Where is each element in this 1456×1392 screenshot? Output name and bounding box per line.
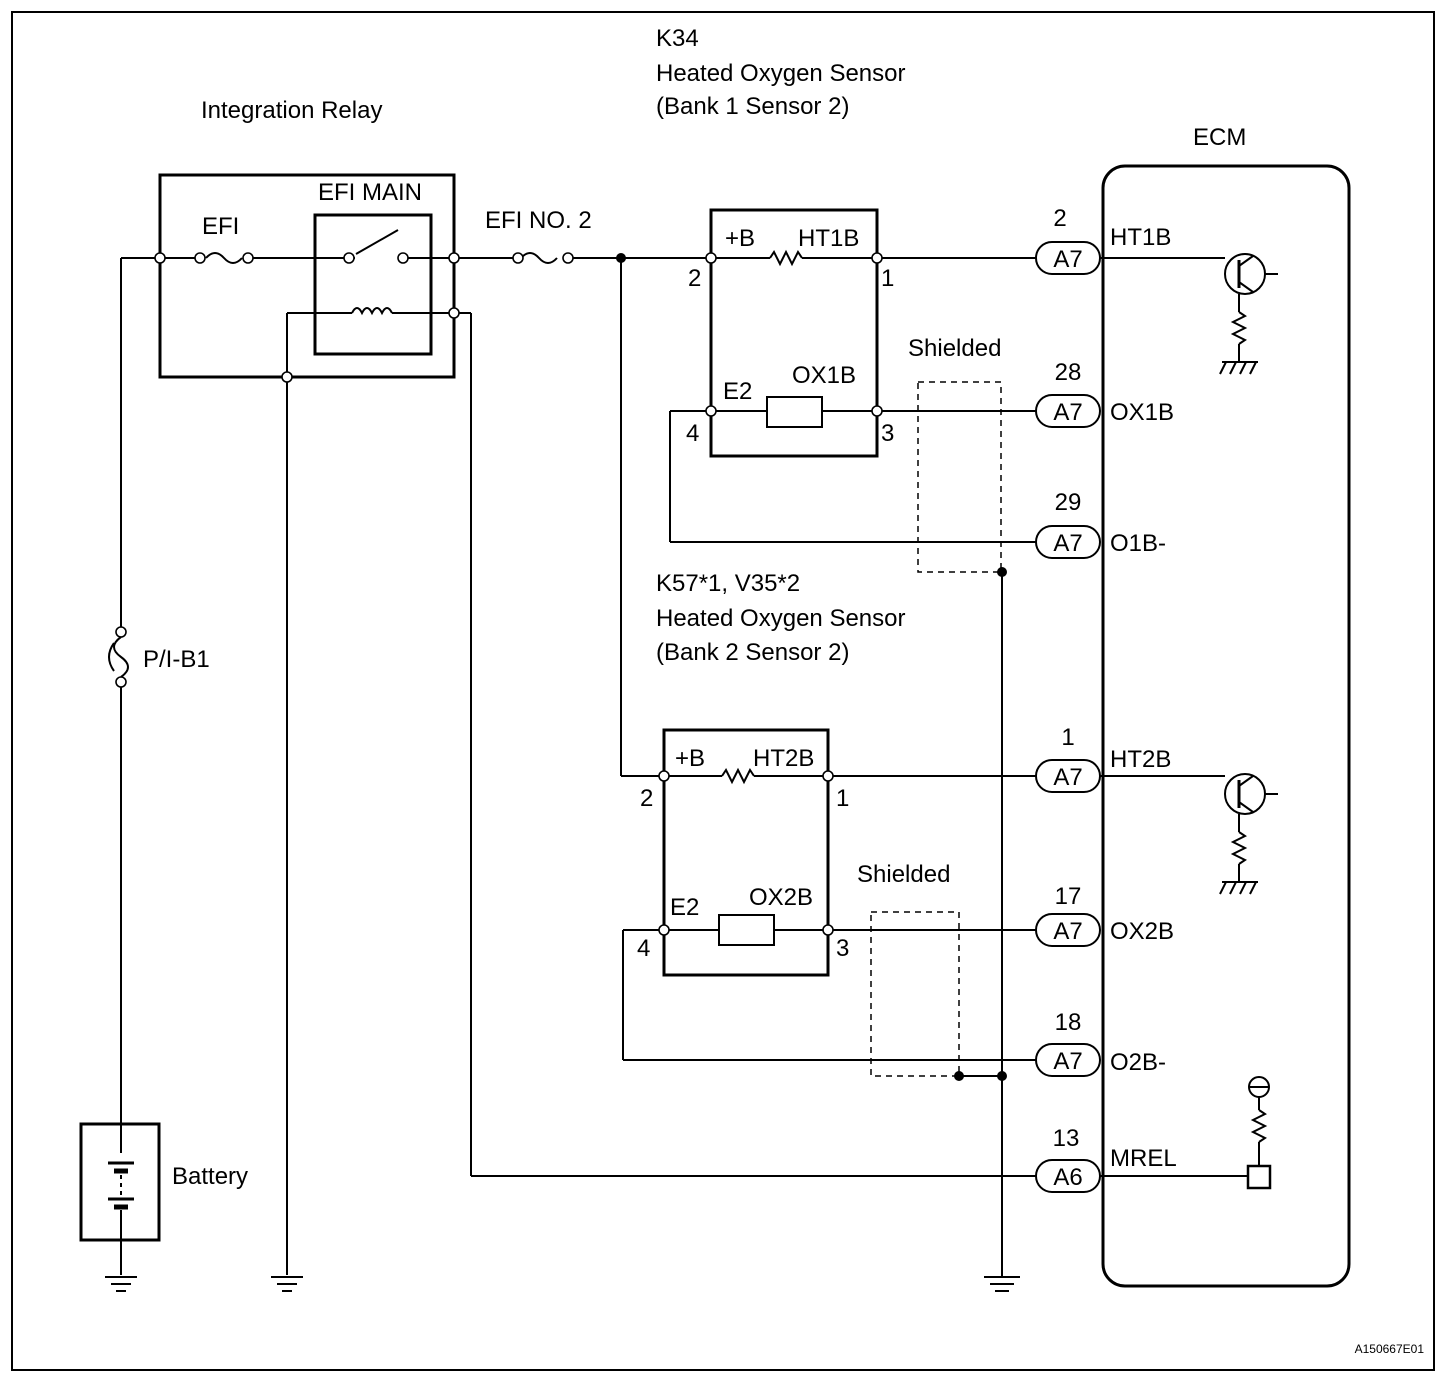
efi-main-relay-box [313,213,433,356]
svg-text:A7: A7 [1053,246,1082,273]
sensor2-signal-label: OX2B [749,884,813,911]
sensor1-element-icon [766,396,823,428]
ecm-terminal-name: OX1B [1110,399,1174,426]
sensor1-heater-icon [769,249,803,267]
svg-text:3: 3 [881,420,894,447]
ecm-terminal-name: HT2B [1110,746,1171,773]
transistor-icon [1219,253,1278,375]
figure-id: A150667E01 [1355,1342,1425,1356]
ecm-label: ECM [1193,124,1246,151]
sensor2-heater-icon [721,767,755,785]
sensor2-plus-b: +B [675,745,705,772]
ecm-pin-number: 1 [1061,724,1074,751]
efi-no2-fuse-icon [520,252,558,264]
ecm-pin-number: 13 [1053,1125,1080,1152]
efi-fuse-label: EFI [202,213,239,240]
ecm-pin-number: 29 [1055,489,1082,516]
ecm-connector [1035,525,1101,559]
ecm-terminal-name: O1B- [1110,530,1166,557]
svg-text:2: 2 [688,265,701,292]
shield1-dashed-box [917,381,1002,573]
ecm-terminal-name: MREL [1110,1145,1177,1172]
sensor1-position: (Bank 1 Sensor 2) [656,93,849,120]
transistor-icon [1219,773,1278,895]
ecm-connector [1035,394,1101,428]
ecm-pin-number: 28 [1055,359,1082,386]
ecm-connector [1035,1043,1101,1077]
shield2-dashed-box [870,911,960,1077]
svg-text:4: 4 [637,935,650,962]
efi-fuse-icon [205,252,243,264]
svg-text:1: 1 [881,265,894,292]
ecm-pin-number: 17 [1055,883,1082,910]
efi-no2-label: EFI NO. 2 [485,207,592,234]
svg-text:A7: A7 [1053,399,1082,426]
relay-coil-icon [351,307,393,316]
svg-text:3: 3 [836,935,849,962]
svg-text:A7: A7 [1053,530,1082,557]
integration-relay-label: Integration Relay [201,97,382,124]
sensor2-box [662,728,830,977]
sensor1-name: Heated Oxygen Sensor [656,60,905,87]
ground-icon [984,1276,1020,1292]
sensor2-position: (Bank 2 Sensor 2) [656,639,849,666]
sensor1-signal-label: OX1B [792,362,856,389]
ecm-box [1101,164,1351,1288]
svg-text:A7: A7 [1053,764,1082,791]
sensor2-heater-label: HT2B [753,745,814,772]
sensor2-name: Heated Oxygen Sensor [656,605,905,632]
pib1-fuse-icon [113,636,129,678]
shield2-label: Shielded [857,861,950,888]
sensor2-code: K57*1, V35*2 [656,570,800,597]
svg-text:2: 2 [640,785,653,812]
shield1-label: Shielded [908,335,1001,362]
svg-text:A7: A7 [1053,1048,1082,1075]
ecm-terminal-name: O2B- [1110,1049,1166,1076]
integration-relay-box [158,173,456,379]
svg-text:1: 1 [836,785,849,812]
ground-icon [271,1276,303,1292]
sensor2-ground-label: E2 [670,894,699,921]
ecm-connector [1035,913,1101,947]
sensor1-heater-label: HT1B [798,225,859,252]
svg-text:4: 4 [686,420,699,447]
diagram-frame [11,11,1435,1371]
sensor1-plus-b: +B [725,225,755,252]
ecm-pin-number: 2 [1053,205,1066,232]
relay-switch-icon [352,229,399,259]
pib1-label: P/I-B1 [143,646,210,673]
svg-text:A6: A6 [1053,1164,1082,1191]
sensor2-element-icon [718,914,775,946]
ecm-terminal-name: HT1B [1110,224,1171,251]
efi-main-label: EFI MAIN [318,179,422,206]
ecm-terminal-name: OX2B [1110,918,1174,945]
sensor1-code: K34 [656,25,699,52]
sensor1-ground-label: E2 [723,378,752,405]
ground-icon [105,1276,137,1292]
battery-label: Battery [172,1163,248,1190]
svg-text:A7: A7 [1053,918,1082,945]
ecm-pin-number: 18 [1055,1009,1082,1036]
sensor1-box [709,208,879,458]
pull-up-resistor-icon [1246,1076,1272,1190]
